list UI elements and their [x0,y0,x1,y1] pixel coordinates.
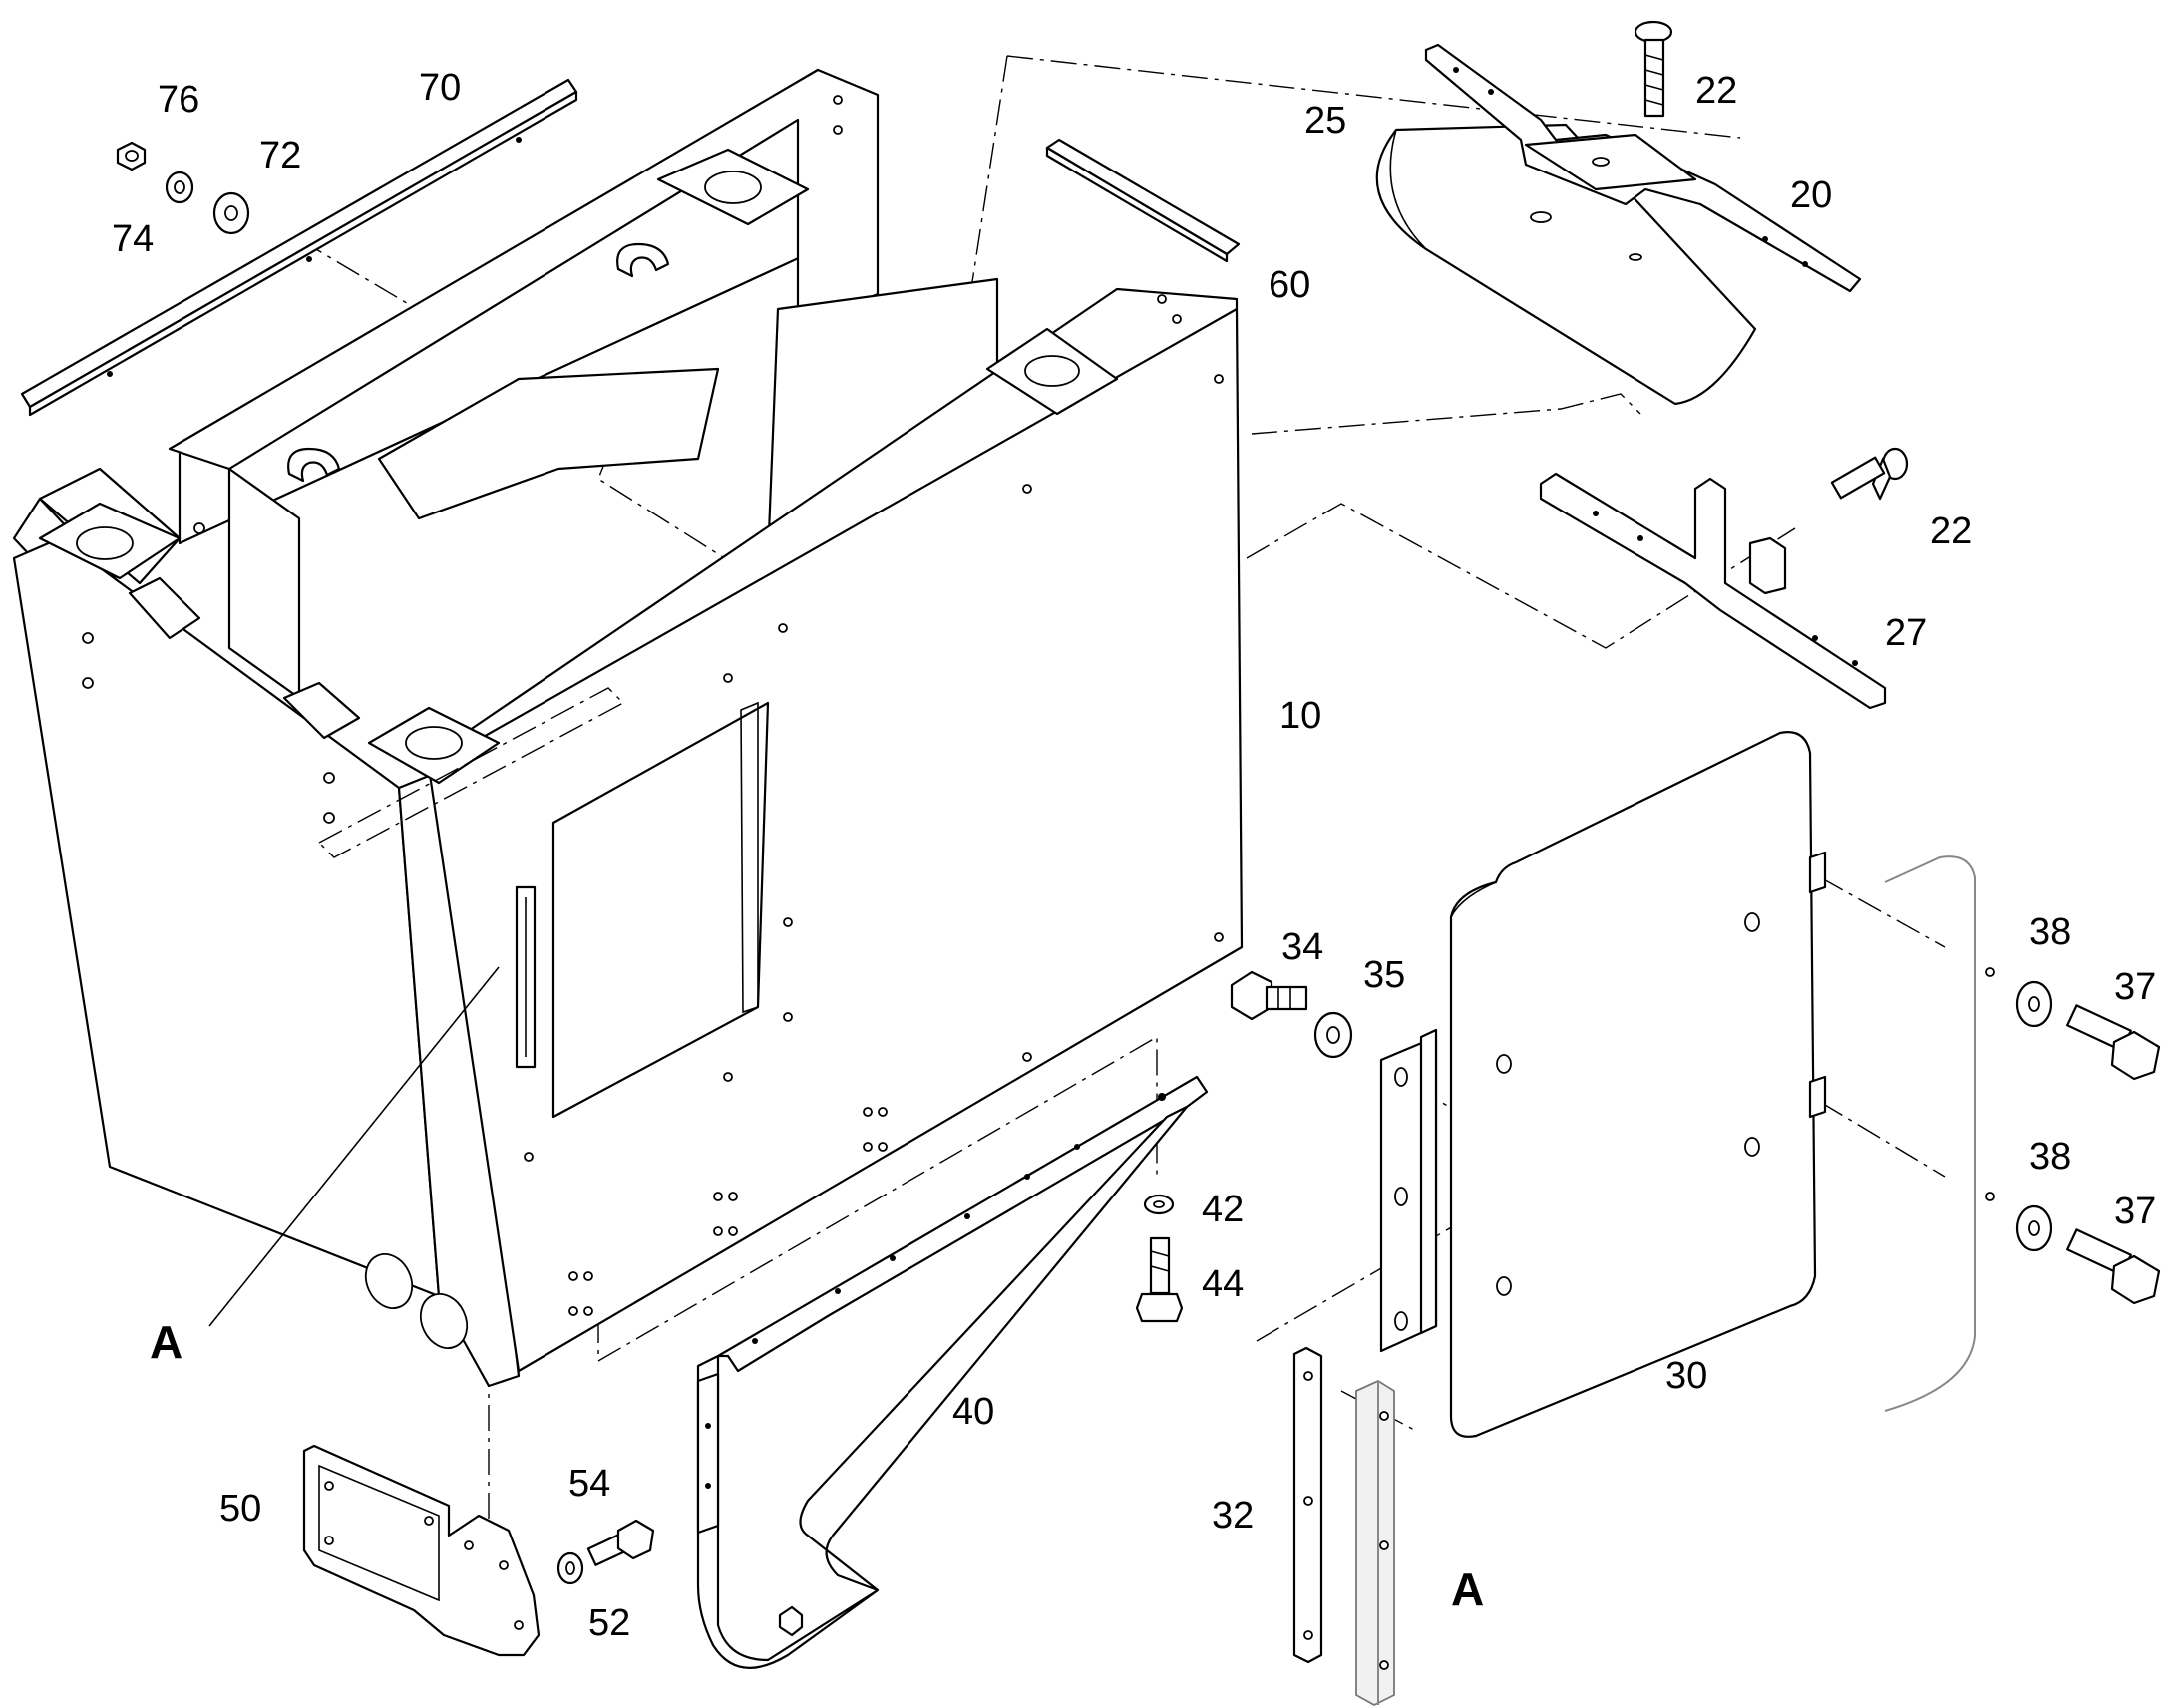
washer-52 [556,1551,584,1585]
frame-window-rim [740,701,759,1014]
frame-flange-hole-right [1024,355,1080,387]
frame-slot-front [282,681,361,740]
callout-74: 74 [112,218,154,260]
callout-72: 72 [259,135,301,176]
frame-lifting-hook-front [287,447,341,483]
callout-38-upper: 38 [2029,911,2071,953]
washer-38-lower [1985,1192,2053,1252]
callout-32: 32 [1212,1495,1254,1537]
callout-34: 34 [1281,926,1323,968]
washer-35 [1313,1011,1353,1059]
callout-27: 27 [1885,612,1927,654]
frame-flange-hole-back [704,171,762,204]
bracket-40 [696,1075,1209,1669]
callout-60: 60 [1269,264,1310,306]
callout-44: 44 [1202,1263,1244,1305]
frame-flange-hole-front [405,726,463,760]
curved-cover-25 [1375,123,1757,406]
callout-42: 42 [1202,1189,1244,1230]
view-label-a-detail: A [1451,1563,1484,1615]
frame-cable-opening-upper [364,1253,414,1309]
callout-labels: 76 70 72 74 25 22 20 60 22 27 10 34 35 3… [112,67,2156,1644]
callout-37-upper: 37 [2114,966,2156,1008]
callout-50: 50 [219,1488,261,1530]
frame-flange-hole-left [76,526,134,560]
frame-hidden-mount-bar [317,687,625,858]
callout-38-lower: 38 [2029,1136,2071,1178]
callout-40: 40 [952,1391,994,1433]
strip-60 [1045,138,1241,263]
bracket-20 [1424,43,1862,293]
cover-plate-50 [302,1444,541,1657]
view-label-a-frame: A [150,1316,182,1368]
nut-76 [116,141,147,171]
frame-lifting-hook-rear [616,242,670,278]
bolt-37-upper [2066,1004,2161,1081]
bracket-27 [1539,472,1887,710]
washer-42 [1143,1194,1175,1215]
strip-32 [1292,1346,1323,1664]
callout-70: 70 [419,67,461,109]
screw-22-lower [1830,447,1909,501]
bolt-44 [1135,1236,1184,1323]
washer-38-upper [1985,967,2053,1028]
screw-22-upper [1634,20,1673,118]
callout-22-lower: 22 [1930,511,1972,552]
callout-10: 10 [1279,695,1321,737]
washer-72 [212,191,250,235]
callout-25: 25 [1304,100,1346,142]
door-panel-30 [1449,731,1827,1438]
top-rail-70-flange [28,90,578,417]
callout-52: 52 [588,1602,630,1644]
frame-inner-brace [377,367,720,520]
lock-washer-74 [165,171,194,204]
door-ghost-outline [1884,855,1976,1412]
callout-20: 20 [1790,174,1832,216]
frame-inner-left-wall [227,467,301,700]
callout-54: 54 [568,1463,610,1505]
top-rail-70 [20,78,578,417]
door-hinge-tab-upper [1808,851,1827,894]
callout-37-lower: 37 [2114,1191,2156,1232]
callout-30: 30 [1665,1355,1707,1397]
callout-76: 76 [158,79,199,121]
callout-35: 35 [1363,954,1405,996]
frame-cable-opening-lower [419,1293,469,1349]
bolt-54 [586,1519,655,1566]
cabinet-frame-10 [12,68,1244,1388]
leader-lines [208,966,500,1327]
door-hinge-tab-lower [1808,1075,1827,1119]
bolt-37-lower [2066,1228,2161,1305]
bolt-34 [1230,970,1308,1021]
frame-right-side-panel [427,307,1244,1373]
frame-panel-holes [82,95,1224,1316]
frame-left-side-panel [12,536,441,1298]
frame-slot-left [128,576,201,640]
door-hinge [1379,1028,1438,1353]
callout-22-upper: 22 [1695,70,1737,112]
din-rail-view-a [1355,1379,1395,1707]
